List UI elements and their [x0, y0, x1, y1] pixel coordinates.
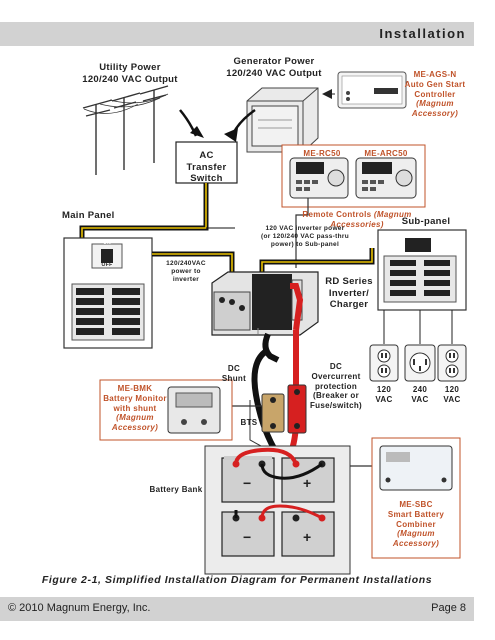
- svg-text:−: −: [243, 529, 251, 545]
- svg-text:+: +: [303, 529, 311, 545]
- sub-panel-icon: [377, 229, 467, 311]
- outlet-240v-icon: [404, 344, 436, 382]
- svg-text:−: −: [243, 475, 251, 491]
- generator-icon: [246, 87, 319, 153]
- outlet-120v-b-icon: [437, 344, 467, 382]
- svg-text:+: +: [303, 475, 311, 491]
- outlet-120v-a-icon: [369, 344, 399, 382]
- page-footer: © 2010 Magnum Energy, Inc. Page 8: [0, 597, 474, 621]
- copyright: © 2010 Magnum Energy, Inc.: [8, 602, 151, 614]
- utility-poles-icon: [82, 85, 169, 175]
- battery-monitor-icon: [167, 386, 221, 434]
- section-title: Installation: [379, 26, 466, 41]
- ac-transfer-switch: [175, 141, 238, 184]
- ags-controller-icon: [337, 71, 407, 109]
- main-breaker-on-label: ON: [102, 240, 112, 246]
- bts-label: BTS: [240, 418, 258, 427]
- main-panel-icon: [63, 237, 153, 349]
- dc-shunt-icon: [261, 393, 285, 433]
- main-breaker-off-label: OFF: [101, 262, 113, 268]
- remote-rc50-icon: [289, 157, 349, 199]
- dc-overcurrent-protection-icon: [287, 384, 307, 434]
- page-number: Page 8: [431, 602, 466, 614]
- inverter-power-label: 120 VAC inverter power(or 120/240 VAC pa…: [261, 225, 349, 248]
- battery-bank-label: Battery Bank: [149, 485, 203, 494]
- battery-combiner-icon: [379, 445, 453, 491]
- figure-caption: Figure 2-1, Simplified Installation Diag…: [41, 574, 433, 586]
- arc50-label: ME-ARC50: [364, 149, 408, 158]
- battery-icon: − + − +: [221, 456, 335, 557]
- sub-panel-label: Sub-panel: [401, 216, 451, 227]
- remote-controls-label: Remote Controls (Magnum Accessories): [302, 210, 412, 229]
- remote-arc50-icon: [355, 157, 417, 199]
- main-panel-label: Main Panel: [62, 210, 115, 221]
- rc50-label: ME-RC50: [303, 149, 341, 158]
- page-header: Installation: [0, 22, 474, 46]
